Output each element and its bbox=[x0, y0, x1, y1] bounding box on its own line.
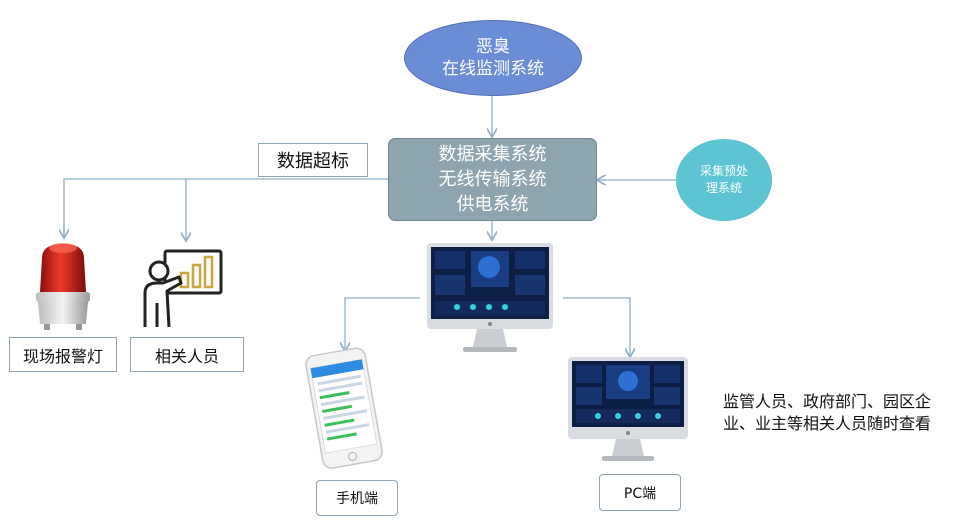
core-line3: 供电系统 bbox=[456, 194, 529, 215]
core-line1: 数据采集系统 bbox=[438, 144, 547, 165]
ellipse-line1: 恶臭 bbox=[476, 37, 510, 57]
line-to-pc bbox=[563, 297, 630, 356]
description-line2: 业、业主等相关人员随时查看 bbox=[723, 414, 932, 433]
mobile-client-label: 手机端 bbox=[316, 480, 398, 516]
description-line1: 监管人员、政府部门、园区企 bbox=[723, 392, 932, 411]
preprocess-line2: 理系统 bbox=[705, 181, 742, 195]
alarm-light-icon bbox=[36, 243, 90, 330]
access-description: 监管人员、政府部门、园区企 业、业主等相关人员随时查看 bbox=[723, 391, 963, 435]
branch-line-left bbox=[63, 178, 388, 237]
central-monitor-icon bbox=[427, 243, 553, 352]
presenter-people-icon bbox=[143, 249, 223, 328]
pc-client-label: PC端 bbox=[599, 474, 681, 511]
mobile-phone-icon bbox=[305, 347, 383, 469]
ellipse-line2: 在线监测系统 bbox=[442, 59, 544, 79]
related-people-label: 相关人员 bbox=[130, 337, 244, 372]
data-over-limit-label: 数据超标 bbox=[258, 143, 368, 177]
preprocessing-system-circle: 采集预处 理系统 bbox=[676, 139, 772, 221]
core-systems-box: 数据采集系统 无线传输系统 供电系统 bbox=[388, 138, 597, 221]
odor-monitoring-system-ellipse: 恶臭 在线监测系统 bbox=[404, 20, 582, 96]
alarm-light-label: 现场报警灯 bbox=[9, 337, 117, 372]
line-to-mobile bbox=[345, 297, 420, 350]
pc-monitor-icon bbox=[568, 357, 688, 461]
preprocess-line1: 采集预处 bbox=[699, 164, 748, 178]
core-line2: 无线传输系统 bbox=[438, 169, 547, 190]
